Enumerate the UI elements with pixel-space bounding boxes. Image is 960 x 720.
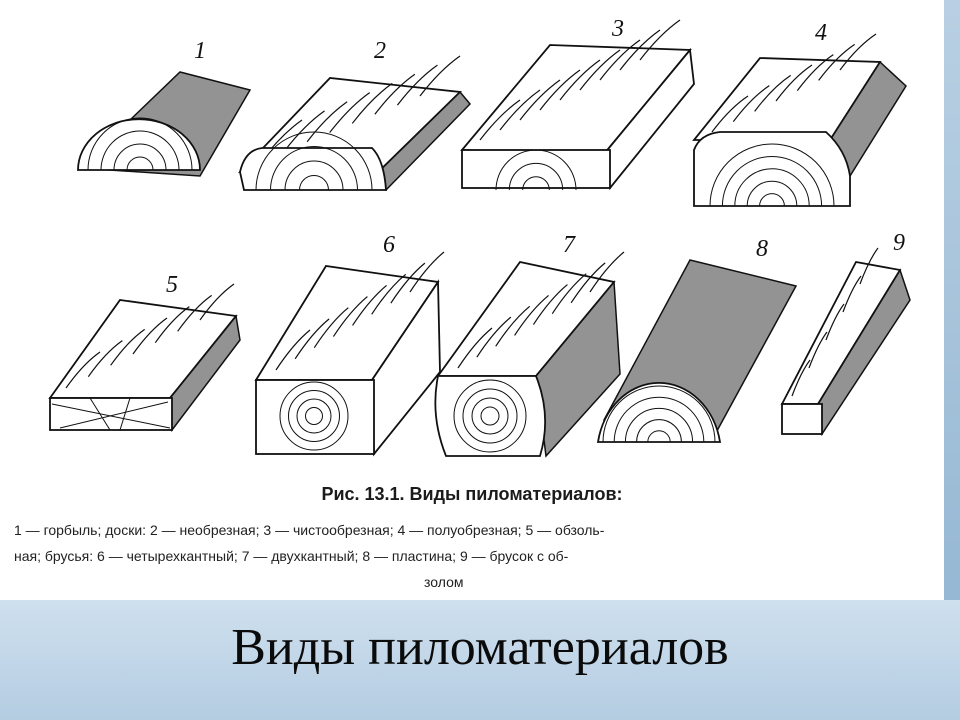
legend-line: 1 — горбыль; доски: 2 — необрезная; 3 — … (14, 522, 605, 538)
half-log-drawing (596, 259, 798, 443)
half-edged-board-drawing (692, 33, 907, 207)
item-number-6: 6 (383, 232, 395, 258)
legend-line: золом (424, 574, 464, 590)
edged-board-drawing (460, 19, 695, 191)
item-number-8: 8 (756, 236, 768, 262)
item-number-5: 5 (166, 272, 178, 298)
title-band (0, 600, 960, 720)
item-number-1: 1 (194, 38, 206, 64)
item-number-4: 4 (815, 20, 827, 46)
item-number-7: 7 (563, 232, 575, 258)
slide-edge-strip (944, 0, 960, 720)
item-number-9: 9 (893, 230, 905, 256)
figure-caption: Рис. 13.1. Виды пиломатериалов: (321, 484, 623, 504)
wane-board-drawing (48, 283, 241, 433)
slab-drawing (77, 71, 252, 177)
slide-title: Виды пиломатериалов (231, 619, 729, 676)
two-sided-beam-drawing (434, 251, 625, 458)
lumber-illustrations (48, 19, 911, 458)
four-sided-beam-drawing (254, 251, 445, 457)
unedged-board-drawing (237, 55, 472, 192)
item-number-2: 2 (374, 38, 386, 64)
wane-bar-drawing (780, 247, 911, 437)
legend-line: ная; брусья: 6 — четырехкантный; 7 — дву… (14, 548, 569, 564)
item-number-3: 3 (612, 16, 624, 42)
